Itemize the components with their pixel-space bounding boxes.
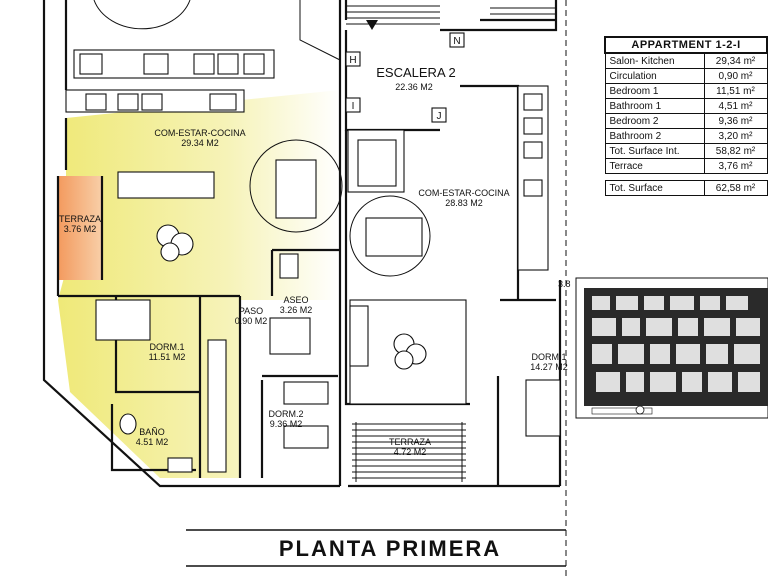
- dining-table: [365, 217, 423, 257]
- room-name: DORM.1: [149, 342, 184, 352]
- row-label: Bedroom 2: [604, 113, 705, 129]
- oven-icon: [141, 93, 163, 111]
- row-value: 9,36 m²: [703, 113, 768, 129]
- stair-mark: H: [349, 55, 356, 66]
- stair-mark: I: [352, 101, 355, 112]
- row-label: Terrace: [604, 158, 705, 174]
- room-area: 4.51 M2: [136, 437, 169, 447]
- kitchen-counter-right: [517, 85, 549, 271]
- room-name: COM-ESTAR-COCINA: [154, 128, 245, 138]
- room-area: 3.26 M2: [280, 305, 313, 315]
- area-table-row: Salon- Kitchen 29,34 m²: [604, 52, 768, 69]
- bed-single: [283, 425, 329, 449]
- area-table-row: Bedroom 1 11,51 m²: [604, 83, 768, 99]
- bed-single: [283, 381, 329, 405]
- area-table-panel: APPARTMENT 1-2-I Salon- Kitchen 29,34 m²…: [604, 36, 768, 196]
- room-name: BAÑO: [139, 427, 165, 437]
- stair-name: ESCALERA 2: [376, 65, 456, 80]
- row-value: 58,82 m²: [703, 143, 768, 159]
- row-value: 0,90 m²: [703, 68, 768, 84]
- area-table-row: Terrace 3,76 m²: [604, 158, 768, 174]
- dining-circle: [349, 195, 431, 277]
- stair-mark: N: [453, 36, 460, 47]
- area-table-header: APPARTMENT 1-2-I: [604, 36, 768, 54]
- area-table-title: APPARTMENT 1-2-I: [604, 36, 768, 54]
- wardrobe: [207, 339, 227, 473]
- row-label: Circulation: [604, 68, 705, 84]
- room-area: 11.51 M2: [149, 352, 186, 362]
- area-table: APPARTMENT 1-2-I Salon- Kitchen 29,34 m²…: [604, 36, 768, 196]
- arrow-down-icon: [366, 20, 378, 30]
- appliance-icon: [523, 141, 543, 159]
- plan-title: PLANTA PRIMERA: [279, 536, 501, 561]
- area-table-subtotal: Tot. Surface Int. 58,82 m²: [604, 143, 768, 159]
- row-value: 3,20 m²: [703, 128, 768, 144]
- row-label: Bedroom 1: [604, 83, 705, 99]
- area-table-row: Bathroom 2 3,20 m²: [604, 128, 768, 144]
- room-area: 9.36 M2: [270, 419, 303, 429]
- coffee-table: [394, 350, 414, 370]
- room-name: DORM.2: [268, 409, 303, 419]
- stair-treads: [346, 5, 556, 482]
- stair-area: 22.36 M2: [395, 82, 433, 92]
- bed-right: [525, 379, 561, 437]
- room-area: 3.76 M2: [64, 224, 97, 234]
- oven-icon: [523, 117, 543, 135]
- row-label: Bathroom 2: [604, 128, 705, 144]
- room-area: 29.34 M2: [181, 138, 219, 148]
- armchair-seat: [357, 139, 397, 187]
- hob-icon: [209, 93, 237, 111]
- row-value: 11,51 m²: [703, 83, 768, 99]
- partial-label: 3.8: [558, 279, 571, 289]
- room-area: 0.90 M2: [235, 316, 268, 326]
- room-area: 14.27 M2: [530, 362, 568, 372]
- dining-circle: [249, 139, 343, 233]
- sink-icon: [523, 179, 543, 197]
- area-table-row: Bedroom 2 9,36 m²: [604, 113, 768, 129]
- room-name: PASO: [239, 306, 263, 316]
- row-label: Tot. Surface Int.: [604, 143, 705, 159]
- fridge-icon: [85, 93, 107, 111]
- stair-mark: J: [437, 111, 442, 122]
- area-table-total: Tot. Surface 62,58 m²: [604, 180, 768, 196]
- oven-icon: [117, 93, 139, 111]
- bed-double: [95, 299, 151, 341]
- row-value: 4,51 m²: [703, 98, 768, 114]
- appliance-icon: [217, 53, 239, 75]
- row-value: 62,58 m²: [703, 180, 768, 196]
- terrace-highlight: [58, 176, 102, 280]
- room-name: TERRAZA: [59, 214, 101, 224]
- row-value: 29,34 m²: [703, 52, 768, 69]
- room-name: COM-ESTAR-COCINA: [418, 188, 509, 198]
- toilet: [279, 253, 299, 279]
- shower-tray: [269, 317, 311, 355]
- room-name: DORM.1: [531, 352, 566, 362]
- kitchen-counter-top: [73, 49, 275, 79]
- hob-icon: [523, 93, 543, 111]
- bathtub: [167, 457, 193, 473]
- row-label: Tot. Surface: [604, 180, 705, 196]
- area-table-row: Circulation 0,90 m²: [604, 68, 768, 84]
- toilet: [119, 413, 137, 435]
- room-area: 28.83 M2: [445, 198, 483, 208]
- key-plan-thumbnail: [575, 277, 768, 419]
- dining-table: [275, 159, 317, 219]
- sofa: [349, 305, 369, 367]
- coffee-table: [160, 242, 180, 262]
- stair-marks: [345, 32, 465, 123]
- room-name: TERRAZA: [389, 437, 431, 447]
- area-table-row: Bathroom 1 4,51 m²: [604, 98, 768, 114]
- row-value: 3,76 m²: [703, 158, 768, 174]
- sofa: [117, 171, 215, 199]
- hob-icon: [143, 53, 169, 75]
- sink-icon: [193, 53, 215, 75]
- appliance-icon: [243, 53, 265, 75]
- room-area: 4.72 M2: [394, 447, 427, 457]
- appliance-icon: [79, 53, 103, 75]
- area-table-spacer: [605, 173, 767, 181]
- row-label: Bathroom 1: [604, 98, 705, 114]
- room-name: ASEO: [283, 295, 308, 305]
- row-label: Salon- Kitchen: [604, 52, 705, 69]
